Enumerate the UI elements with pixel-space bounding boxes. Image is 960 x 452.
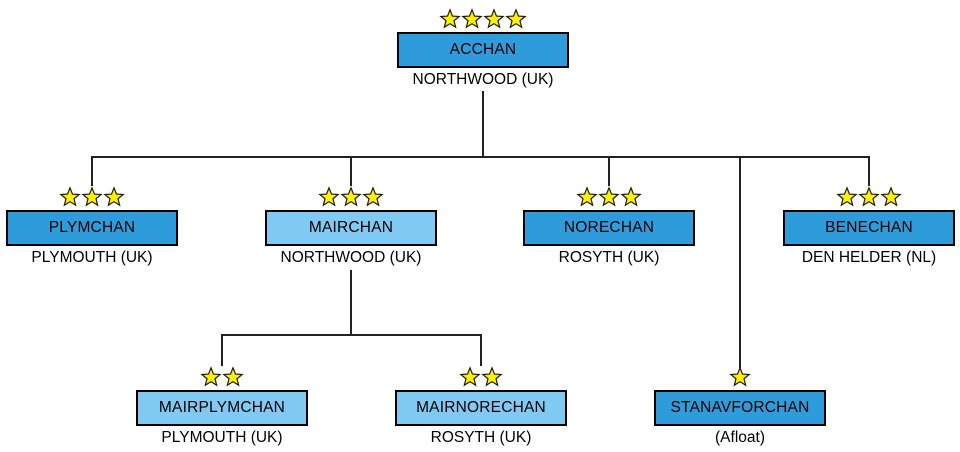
rank-stars (729, 366, 751, 388)
node-name: MAIRCHAN (308, 219, 394, 236)
connector-level3-horizontal (221, 334, 481, 336)
node-box: MAIRNORECHAN (395, 390, 567, 426)
star-icon (81, 186, 103, 207)
node-location: PLYMOUTH (UK) (161, 429, 283, 446)
star-icon (318, 186, 340, 207)
star-icon (729, 366, 751, 387)
star-icon (362, 186, 384, 207)
node-name: MAIRPLYMCHAN (158, 399, 286, 416)
rank-stars (59, 186, 125, 208)
star-icon (880, 186, 902, 207)
rank-stars (576, 186, 642, 208)
rank-stars (459, 366, 503, 388)
star-icon (576, 186, 598, 207)
node-benechan: BENECHAN DEN HELDER (NL) (783, 186, 955, 267)
node-location: (Afloat) (715, 429, 765, 446)
node-location: DEN HELDER (NL) (801, 249, 937, 266)
star-icon (439, 8, 461, 29)
star-icon (858, 186, 880, 207)
star-icon (200, 366, 222, 387)
connector-drop-mairnorechan (480, 334, 482, 366)
node-box: ACCHAN (397, 32, 569, 68)
node-location: NORTHWOOD (UK) (412, 71, 554, 88)
star-icon (505, 8, 527, 29)
rank-stars (318, 186, 384, 208)
star-icon (836, 186, 858, 207)
connector-drop-plymchan (91, 156, 93, 186)
node-box: MAIRPLYMCHAN (136, 390, 308, 426)
star-icon (222, 366, 244, 387)
node-location: NORTHWOOD (UK) (280, 249, 422, 266)
star-icon (481, 366, 503, 387)
connector-mairchan-down (350, 270, 352, 336)
star-icon (103, 186, 125, 207)
node-box: STANAVFORCHAN (654, 390, 826, 426)
node-stanavforchan: STANAVFORCHAN (Afloat) (654, 366, 826, 447)
node-name: STANAVFORCHAN (670, 399, 810, 416)
connector-acchan-down (482, 91, 484, 157)
node-name: BENECHAN (825, 219, 913, 236)
connector-drop-benechan (868, 156, 870, 186)
node-location: PLYMOUTH (UK) (31, 249, 153, 266)
connector-drop-norechan (608, 156, 610, 186)
node-box: NORECHAN (523, 210, 695, 246)
node-norechan: NORECHAN ROSYTH (UK) (523, 186, 695, 267)
connector-drop-mairplymchan (221, 334, 223, 366)
node-box: PLYMCHAN (6, 210, 178, 246)
connector-level2-horizontal (91, 156, 870, 158)
node-location: ROSYTH (UK) (558, 249, 660, 266)
node-acchan: ACCHAN NORTHWOOD (UK) (397, 8, 569, 89)
node-name: MAIRNORECHAN (416, 399, 546, 416)
node-box: BENECHAN (783, 210, 955, 246)
rank-stars (836, 186, 902, 208)
star-icon (59, 186, 81, 207)
node-name: NORECHAN (563, 219, 655, 236)
node-mairchan: MAIRCHAN NORTHWOOD (UK) (265, 186, 437, 267)
rank-stars (439, 8, 527, 30)
star-icon (620, 186, 642, 207)
connector-drop-mairchan (350, 156, 352, 186)
node-box: MAIRCHAN (265, 210, 437, 246)
star-icon (598, 186, 620, 207)
node-location: ROSYTH (UK) (430, 429, 532, 446)
connector-drop-stanavforchan (739, 156, 741, 368)
star-icon (483, 8, 505, 29)
node-plymchan: PLYMCHAN PLYMOUTH (UK) (6, 186, 178, 267)
node-name: ACCHAN (449, 41, 517, 58)
star-icon (340, 186, 362, 207)
node-name: PLYMCHAN (48, 219, 136, 236)
rank-stars (200, 366, 244, 388)
node-mairplymchan: MAIRPLYMCHAN PLYMOUTH (UK) (136, 366, 308, 447)
star-icon (459, 366, 481, 387)
star-icon (461, 8, 483, 29)
node-mairnorechan: MAIRNORECHAN ROSYTH (UK) (395, 366, 567, 447)
